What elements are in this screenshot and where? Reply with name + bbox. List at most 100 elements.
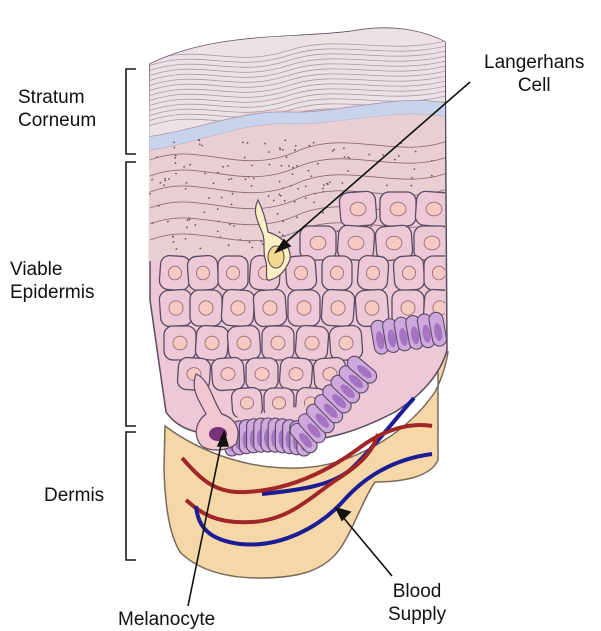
label-dermis: Dermis (44, 484, 104, 507)
keratinocyte (159, 289, 193, 327)
granule (175, 173, 177, 175)
keratinocyte (159, 255, 191, 291)
keratinocyte (415, 191, 453, 227)
granule (286, 156, 288, 158)
granule (295, 145, 297, 147)
granule (292, 173, 294, 175)
granule (268, 151, 270, 153)
granule (198, 139, 200, 141)
keratinocyte (339, 191, 377, 227)
granule (282, 149, 284, 151)
granule (186, 226, 188, 228)
granule (221, 197, 223, 199)
granule (204, 173, 206, 175)
keratinocyte (295, 325, 329, 361)
label-stratum-corneum: Stratum Corneum (18, 86, 96, 132)
granule (333, 149, 335, 151)
granule (313, 202, 315, 204)
keratinocyte (218, 256, 248, 290)
keratinocyte (300, 226, 336, 260)
label-langerhans-cell: Langerhans Cell (484, 51, 584, 97)
granule (323, 184, 325, 186)
granule (173, 241, 175, 243)
bracket-viable-epidermis (126, 162, 136, 426)
granule (292, 167, 294, 169)
granule (398, 155, 400, 157)
granule (245, 178, 247, 180)
granule (305, 197, 307, 199)
granule (208, 197, 210, 199)
granule (242, 142, 244, 144)
granule (168, 178, 170, 180)
granule (394, 159, 396, 161)
granule (282, 234, 284, 236)
keratinocyte (211, 357, 245, 391)
granule (194, 224, 196, 226)
granule (332, 150, 334, 152)
granule (343, 148, 345, 150)
granule (217, 231, 219, 233)
granule (415, 151, 417, 153)
keratinocyte (227, 325, 261, 361)
granule (344, 156, 346, 158)
granule (308, 170, 310, 172)
keratinocyte (246, 358, 278, 390)
granule (231, 178, 233, 180)
granule (253, 178, 255, 180)
granule (163, 184, 165, 186)
granule (187, 219, 189, 221)
granule (342, 182, 344, 184)
keratinocyte (322, 256, 352, 290)
granule (151, 179, 153, 181)
granule (185, 188, 187, 190)
granule (189, 164, 191, 166)
granule (284, 200, 286, 202)
granule (264, 143, 266, 145)
granule (227, 165, 229, 167)
granule (281, 165, 283, 167)
granule (251, 165, 253, 167)
granule (167, 221, 169, 223)
granule (164, 180, 166, 182)
keratinocyte (253, 289, 287, 327)
granule (294, 201, 296, 203)
granule (261, 241, 263, 243)
granule (268, 195, 270, 197)
keratinocyte (195, 325, 229, 361)
granule (386, 184, 388, 186)
keratinocyte (262, 326, 294, 360)
granule (329, 181, 331, 183)
granule (174, 147, 176, 149)
keratinocyte (329, 325, 363, 361)
granule (278, 194, 280, 196)
granule (313, 142, 315, 144)
granule (305, 186, 307, 188)
granule (311, 175, 313, 177)
granule (229, 223, 231, 225)
granule (273, 200, 275, 202)
bracket-stratum-corneum (126, 69, 136, 154)
granule (213, 182, 215, 184)
granule (337, 230, 339, 232)
granule (249, 241, 251, 243)
granule (279, 181, 281, 183)
keratinocyte (380, 192, 416, 226)
granule (280, 195, 282, 197)
granule (244, 157, 246, 159)
granule (228, 244, 230, 246)
keratinocyte (221, 289, 255, 327)
granule (149, 193, 151, 195)
label-blood-supply: Blood Supply (388, 580, 446, 626)
keratinocyte (288, 290, 320, 326)
granule (322, 188, 324, 190)
blood-supply-pointer (342, 516, 392, 576)
granule (411, 177, 413, 179)
granule (199, 248, 201, 250)
granule (176, 248, 178, 250)
label-viable-epidermis: Viable Epidermis (10, 258, 94, 304)
granule (269, 164, 271, 166)
keratinocyte (393, 255, 425, 291)
granule (279, 149, 281, 151)
label-melanocyte: Melanocyte (118, 608, 215, 631)
bracket-dermis (126, 432, 136, 560)
